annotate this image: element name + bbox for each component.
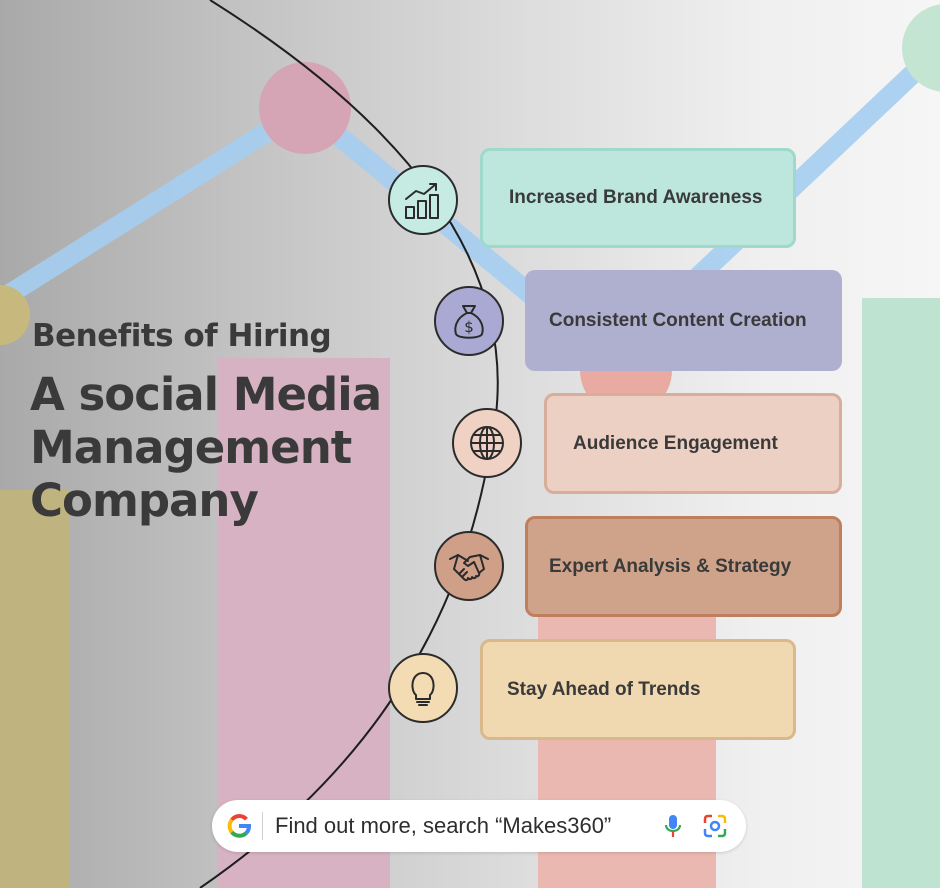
money-bag-icon: $ [434, 286, 504, 356]
bg-bar-mint [862, 298, 940, 888]
benefit-card-audience-engagement: Audience Engagement [544, 393, 842, 494]
benefit-card-stay-ahead: Stay Ahead of Trends [480, 639, 796, 740]
benefit-card-content-creation: Consistent Content Creation [525, 270, 842, 371]
lightbulb-icon [388, 653, 458, 723]
growth-chart-icon [388, 165, 458, 235]
bg-dot-mint [902, 4, 940, 92]
benefit-label: Increased Brand Awareness [509, 187, 763, 208]
svg-text:$: $ [464, 318, 474, 336]
bg-dot-pink [259, 62, 351, 154]
bg-dot-olive [0, 285, 30, 345]
google-g-icon [227, 814, 251, 838]
benefit-label: Stay Ahead of Trends [507, 678, 701, 700]
microphone-icon[interactable] [662, 813, 684, 839]
benefit-label: Audience Engagement [573, 432, 778, 454]
bg-bar-olive [0, 490, 70, 888]
main-heading: A social Media Management Company [30, 368, 382, 527]
globe-icon [452, 408, 522, 478]
benefit-label: Consistent Content Creation [549, 309, 807, 331]
benefit-label: Expert Analysis & Strategy [549, 555, 792, 577]
search-text: Find out more, search “Makes360” [275, 813, 612, 838]
benefit-card-expert-analysis: Expert Analysis & Strategy [525, 516, 842, 617]
benefit-card-brand-awareness: Increased Brand Awareness [480, 148, 796, 248]
bg-bar-pink [218, 358, 390, 888]
search-bar[interactable]: Find out more, search “Makes360” [212, 800, 746, 852]
handshake-icon [434, 531, 504, 601]
search-divider [262, 812, 263, 840]
subtitle-heading: Benefits of Hiring [32, 318, 332, 354]
google-lens-icon[interactable] [702, 813, 728, 839]
